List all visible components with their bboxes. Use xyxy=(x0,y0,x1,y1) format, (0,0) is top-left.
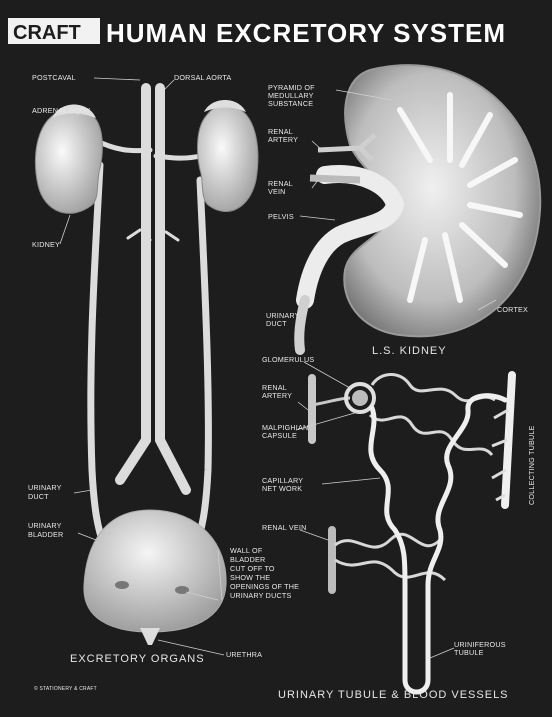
iliac-branches xyxy=(128,230,178,250)
label-cortex: CORTEX xyxy=(497,305,528,314)
label-postcaval: POSTCAVAL xyxy=(32,73,76,82)
brand-logo: CRAFT xyxy=(13,22,81,44)
postcaval-vein xyxy=(120,88,146,480)
label-glomerulus: GLOMERULUS xyxy=(262,355,314,364)
dorsal-aorta xyxy=(160,88,186,490)
label-renal-vein-tubule: RENAL VEIN xyxy=(262,523,306,532)
ls-kidney-outline xyxy=(344,65,540,336)
label-dorsal-aorta: DORSAL AORTA xyxy=(174,73,231,82)
caption-urinary-tubule: URINARY TUBULE & BLOOD VESSELS xyxy=(278,689,509,701)
label-adrenal-body: ADRENAL BODY xyxy=(32,106,90,115)
glomerulus xyxy=(352,390,368,406)
caption-excretory-organs: EXCRETORY ORGANS xyxy=(70,653,205,665)
right-kidney xyxy=(198,105,258,212)
page-title: HUMAN EXCRETORY SYSTEM xyxy=(106,18,506,48)
label-urethra: URETHRA xyxy=(226,650,262,659)
ls-urinary-duct xyxy=(299,300,305,350)
right-ureter xyxy=(196,180,208,545)
left-kidney xyxy=(35,110,102,213)
label-wall-of-bladder: WALL OF BLADDER CUT OFF TO SHOW THE OPEN… xyxy=(230,546,301,600)
ls-renal-vein xyxy=(310,178,360,180)
label-collecting-tubule: COLLECTING TUBULE xyxy=(527,425,536,505)
label-kidney: KIDNEY xyxy=(32,240,60,249)
ureter-opening-left xyxy=(115,581,129,589)
left-ureter xyxy=(91,165,104,545)
caption-ls-kidney: L.S. KIDNEY xyxy=(372,345,447,357)
urethra xyxy=(140,628,160,645)
label-pelvis: PELVIS xyxy=(268,212,294,221)
urinary-bladder xyxy=(84,510,226,632)
ureter-opening-right xyxy=(175,586,189,594)
footer-credit: © STATIONERY & CRAFT xyxy=(34,685,97,692)
excretory-organs-diagram: POSTCAVAL DORSAL AORTA ADRENAL BODY KIDN… xyxy=(28,73,301,665)
